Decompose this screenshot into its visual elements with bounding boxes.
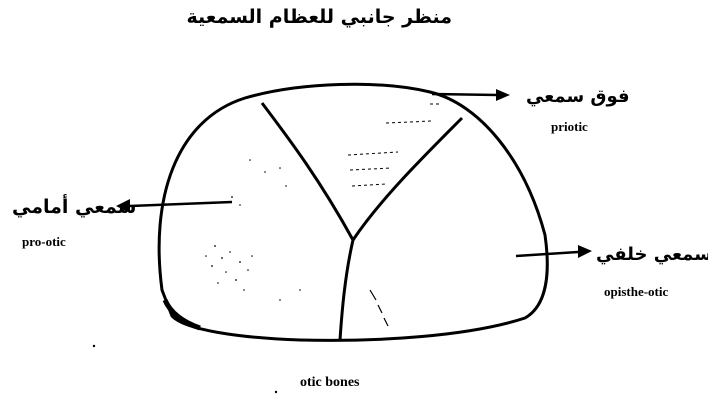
label-opisthotic-en: opisthe-otic — [604, 284, 668, 300]
suture-pro-priotic — [262, 103, 353, 240]
priotic-texture — [348, 104, 442, 186]
arrow-opisthotic — [516, 245, 592, 258]
suture-pro-opisthotic — [340, 240, 353, 340]
prootic-texture — [205, 159, 301, 301]
opisthotic-texture — [370, 290, 388, 326]
suture-pri-opisthotic — [353, 118, 462, 240]
label-priotic-en: priotic — [551, 119, 588, 135]
arrow-priotic — [432, 89, 510, 101]
label-opisthotic-ar: سمعي خلفي — [596, 244, 708, 265]
skull-outline — [159, 84, 547, 340]
label-prootic-en: pro-otic — [22, 234, 66, 250]
diagram-caption: otic bones — [300, 375, 360, 391]
label-prootic-ar: سمعي أمامي — [12, 196, 136, 218]
label-priotic-ar: فوق سمعي — [526, 86, 630, 107]
